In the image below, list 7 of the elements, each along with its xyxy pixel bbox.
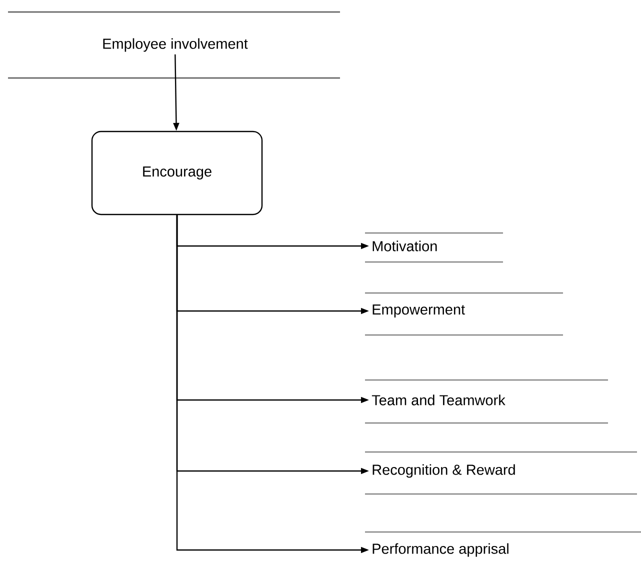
data-store: Employee involvement	[7, 11, 341, 79]
data-store: Recognition & Reward	[364, 452, 638, 494]
process-box: Encourage	[91, 130, 263, 216]
data-store: Performance apprisal	[364, 532, 641, 557]
data-store: Empowerment	[364, 292, 564, 336]
data-store: Team and Teamwork	[364, 380, 608, 424]
data-store: Motivation	[364, 232, 504, 262]
